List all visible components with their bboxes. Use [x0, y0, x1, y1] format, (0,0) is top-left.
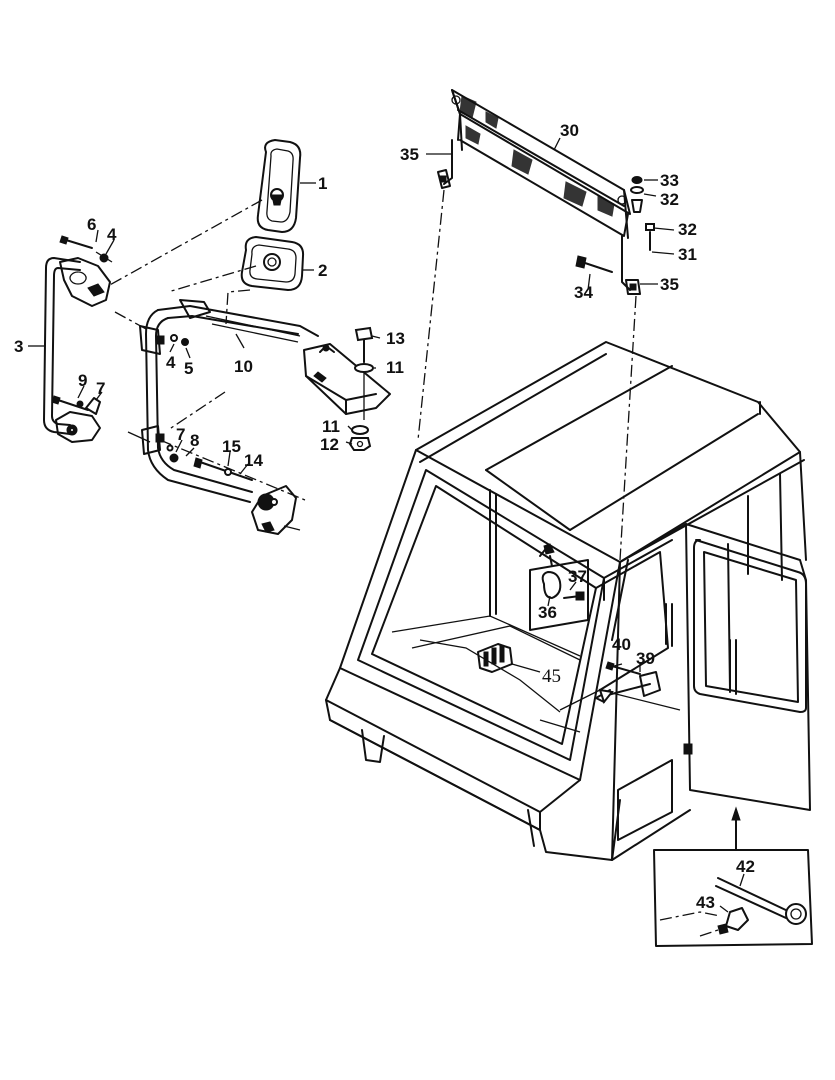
- washer-11-bottom: [351, 425, 369, 435]
- mirror-arm-10: [139, 299, 391, 503]
- callout-40: 40: [612, 635, 631, 654]
- callout-3: 3: [14, 337, 23, 356]
- callout-1: 1: [318, 174, 327, 193]
- callout-39: 39: [636, 649, 655, 668]
- callout-11-bottom: 11: [322, 417, 340, 436]
- callout-15: 15: [222, 437, 241, 456]
- callout-8: 8: [190, 431, 199, 450]
- inset-detail: [653, 806, 813, 947]
- callout-5: 5: [184, 359, 193, 378]
- callout-32-top: 32: [660, 190, 679, 209]
- lower-clamp: [251, 485, 301, 535]
- mirror-arm-3: [43, 257, 111, 443]
- callout-4-top: 4: [107, 225, 117, 244]
- washer-11-top: [354, 363, 374, 373]
- cab-body: [325, 341, 811, 861]
- callout-labels: 1 2 3 4 4 5 6 7 7 8 9 10 11 11 12 13 14 …: [14, 121, 755, 912]
- mirror-1: [256, 139, 302, 233]
- bolt-6: [59, 235, 93, 249]
- washer-32-top: [630, 186, 644, 194]
- callout-11-top: 11: [386, 358, 404, 377]
- callout-37: 37: [568, 567, 587, 586]
- callout-12: 12: [320, 435, 339, 454]
- callout-6: 6: [87, 215, 96, 234]
- callout-14: 14: [244, 451, 263, 470]
- callout-45: 45: [542, 666, 561, 687]
- callout-34: 34: [574, 283, 593, 302]
- callout-36: 36: [538, 603, 557, 622]
- nut-12: [348, 437, 372, 451]
- callout-31: 31: [678, 245, 697, 264]
- callout-7-left: 7: [96, 379, 105, 398]
- bolt-15: [193, 457, 253, 481]
- callout-13: 13: [386, 329, 405, 348]
- washer-32-right: [645, 223, 655, 231]
- mirror-2: [240, 236, 305, 291]
- callout-42: 42: [736, 857, 755, 876]
- leader-lines: [28, 137, 745, 913]
- bolt-34: [581, 261, 613, 273]
- hook-36: [529, 543, 589, 631]
- bolt-13: [354, 326, 374, 420]
- callout-10: 10: [234, 357, 253, 376]
- callout-35-right: 35: [660, 275, 679, 294]
- callout-43: 43: [696, 893, 715, 912]
- hinge-35-left: [437, 139, 453, 189]
- callout-9: 9: [78, 371, 87, 390]
- callout-2: 2: [318, 261, 327, 280]
- washer-33: [631, 176, 643, 184]
- callout-32-right: 32: [678, 220, 697, 239]
- sun-visor-30: [451, 89, 631, 239]
- callout-30: 30: [560, 121, 579, 140]
- callout-33: 33: [660, 171, 679, 190]
- callout-7-arm: 7: [176, 425, 185, 444]
- bolt-9: [51, 395, 89, 411]
- callout-4-arm: 4: [166, 353, 176, 372]
- callout-35-left: 35: [400, 145, 419, 164]
- hinge-35-right: [621, 235, 641, 295]
- part-45: [477, 643, 541, 673]
